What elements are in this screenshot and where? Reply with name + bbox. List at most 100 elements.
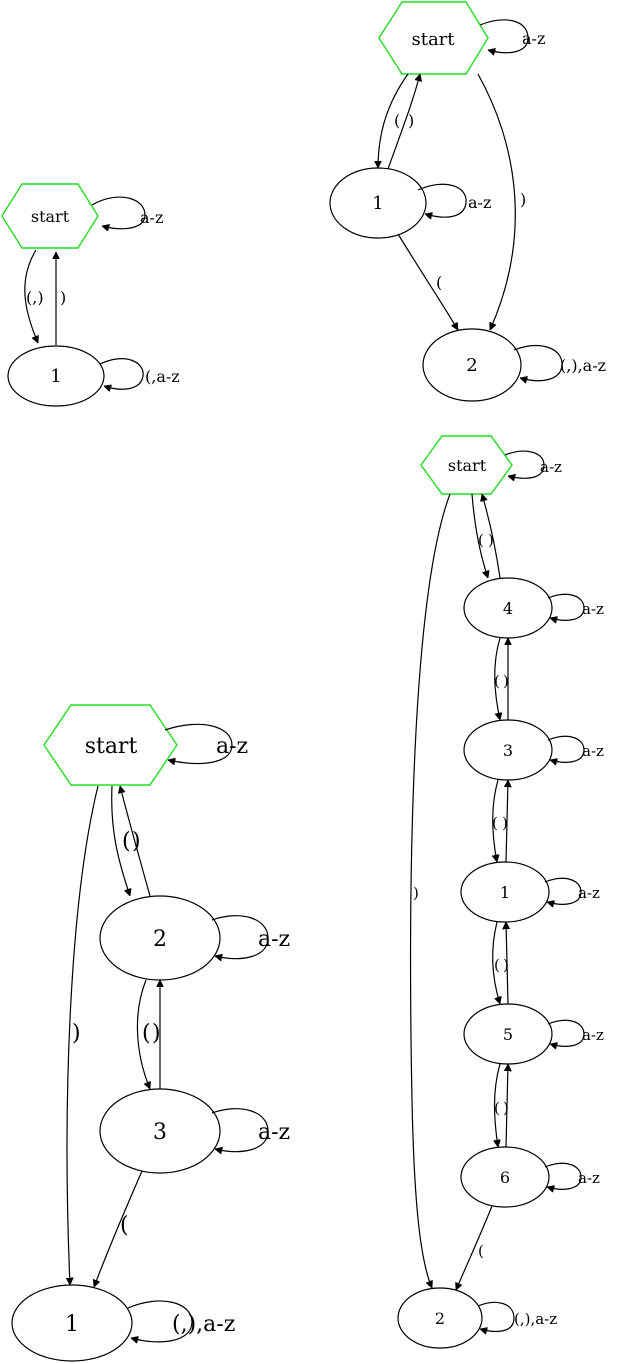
edge-start-2 <box>477 73 516 330</box>
edge-5-6 <box>495 1063 501 1147</box>
edge-4-3-label: ( <box>494 672 500 690</box>
edge-6-5-label: ) <box>503 1099 509 1117</box>
edge-1-start <box>387 74 420 170</box>
node-3-label: 3 <box>153 1120 167 1145</box>
automaton-a: start 1 a-z (,) ) (,a-z <box>1 183 180 407</box>
edge-5-loop <box>547 1019 585 1046</box>
edge-start-1 <box>67 785 99 1285</box>
edge-6-loop-label: a-z <box>578 1169 600 1187</box>
edge-2-loop-label: a-z <box>258 927 290 952</box>
edge-start-loop-label: a-z <box>140 208 163 227</box>
edge-2-3-label: ( <box>142 1021 151 1046</box>
edge-start-loop <box>91 196 146 229</box>
edge-start-loop <box>164 723 233 763</box>
automaton-b: start 1 2 a-z ( ) a-z ) ( (,),a-z <box>329 1 606 402</box>
edge-1-start-label: ) <box>408 111 414 130</box>
edge-4-loop <box>547 593 585 620</box>
edge-1-loop <box>127 1300 193 1342</box>
node-1 <box>7 345 105 407</box>
edge-start-2 <box>409 493 451 1288</box>
node-2 <box>422 328 522 402</box>
edge-3-loop <box>547 735 585 762</box>
edge-5-6-label: ( <box>494 1099 500 1117</box>
edge-1-loop-label: (,),a-z <box>172 1312 235 1337</box>
edge-5-1 <box>506 922 508 1005</box>
edge-2-start-label: ) <box>132 829 141 854</box>
edge-1-loop-label: (,a-z <box>145 367 180 386</box>
edge-start-2-label: ) <box>413 884 419 902</box>
node-2 <box>397 1287 483 1349</box>
edge-6-5 <box>506 1064 508 1148</box>
automaton-d: start 4 3 1 5 6 2 a-z ( ) a-z ( ) a-z ( <box>397 435 604 1349</box>
edge-4-loop-label: a-z <box>582 600 604 618</box>
edge-start-loop <box>479 19 529 53</box>
node-6 <box>460 1146 550 1208</box>
edge-1-loop <box>544 877 582 904</box>
edge-start-1-label: ( <box>394 111 400 130</box>
edge-3-loop-label: a-z <box>258 1120 290 1145</box>
node-1-label: 1 <box>500 883 510 902</box>
edge-start-loop-label: a-z <box>540 458 562 476</box>
edge-3-1-label: ( <box>120 1213 129 1238</box>
edge-1-loop <box>417 183 467 217</box>
edge-start-4 <box>471 493 488 578</box>
edge-1-loop-label: a-z <box>468 193 491 212</box>
edge-2-loop-label: (,),a-z <box>560 356 606 375</box>
edge-start-2 <box>111 785 130 896</box>
node-5-label: 5 <box>503 1025 513 1044</box>
edge-6-loop <box>544 1162 582 1189</box>
edge-2-loop-label: (,),a-z <box>514 1310 557 1328</box>
edge-5-1-label: ) <box>503 956 509 974</box>
edge-1-2 <box>397 233 459 330</box>
edge-1-loop <box>99 358 144 390</box>
node-start-label: start <box>448 456 487 475</box>
edge-start-2-label: ( <box>122 829 131 854</box>
node-1-label: 1 <box>372 193 383 214</box>
edge-2-loop <box>477 1301 515 1331</box>
node-start <box>43 704 178 786</box>
node-start <box>1 183 99 249</box>
node-start-label: start <box>31 207 70 226</box>
edge-6-2 <box>456 1205 493 1290</box>
node-2-label: 2 <box>153 927 167 952</box>
edge-2-loop <box>513 345 563 381</box>
node-start-label: start <box>411 29 455 50</box>
edge-1-2-label: ( <box>436 273 442 292</box>
edge-start-4-label: ( <box>478 531 484 549</box>
automaton-c: start 2 3 1 a-z ( ) a-z ( ) a-z ) ( (,),… <box>11 704 290 1362</box>
node-2-label: 2 <box>435 1309 445 1328</box>
edge-3-1 <box>492 779 498 862</box>
edge-1-3-label: ) <box>502 814 508 832</box>
edge-1-start-label: ) <box>60 288 66 307</box>
edge-4-3 <box>494 637 500 720</box>
edge-start-loop-label: a-z <box>522 29 545 48</box>
edge-6-2-label: ( <box>478 1242 484 1260</box>
edge-3-2-label: ) <box>152 1021 161 1046</box>
node-1-label: 1 <box>50 366 61 387</box>
edge-2-loop <box>211 915 269 959</box>
edge-start-1 <box>378 73 409 168</box>
edge-start-1-label: ) <box>72 1021 81 1046</box>
node-start-label: start <box>85 734 138 759</box>
edge-1-loop-label: a-z <box>578 884 600 902</box>
node-4-label: 4 <box>503 599 513 618</box>
node-start <box>420 435 513 495</box>
edge-1-3 <box>506 780 508 863</box>
edge-4-start <box>482 494 501 579</box>
edge-start-1-label: (,) <box>26 288 44 307</box>
edge-2-start <box>120 786 151 897</box>
node-1-label: 1 <box>65 1312 79 1337</box>
edge-start-2-label: ) <box>520 190 526 209</box>
edge-1-5 <box>492 921 500 1004</box>
edge-start-loop-label: a-z <box>216 734 248 759</box>
edge-3-1-label: ( <box>492 814 498 832</box>
node-6-label: 6 <box>500 1168 510 1187</box>
edge-start-loop <box>504 450 545 478</box>
edge-3-loop <box>211 1108 269 1152</box>
edge-start-1 <box>24 249 38 343</box>
node-3-label: 3 <box>503 741 513 760</box>
edge-3-4-label: ) <box>503 672 509 690</box>
edge-1-5-label: ( <box>494 956 500 974</box>
edge-3-1 <box>94 1170 143 1287</box>
